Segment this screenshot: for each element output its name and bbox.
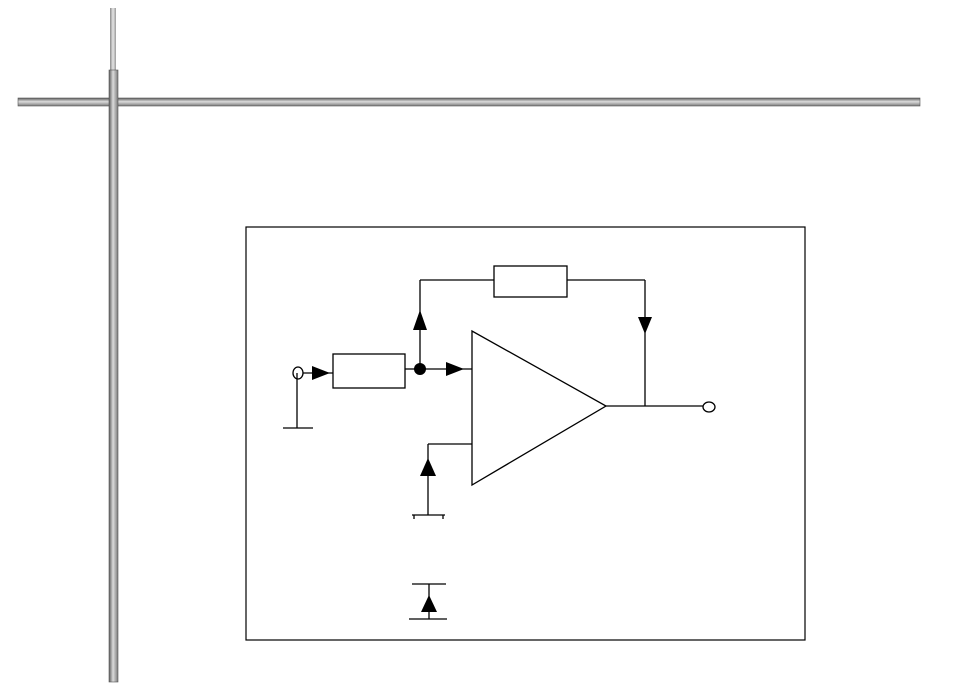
- input-current-arrow: [312, 366, 330, 380]
- vertical-frame-bar: [108, 69, 119, 683]
- top-short-vertical-bar: [110, 8, 116, 72]
- inverting-input-arrow: [446, 362, 464, 376]
- slide-frame: [17, 8, 921, 683]
- diode-triangle: [421, 595, 437, 612]
- op-amp-triangle: [471, 329, 608, 487]
- op-amp-schematic: [283, 265, 716, 620]
- diode-symbol: [409, 583, 447, 620]
- output-terminal: [702, 401, 716, 413]
- horizontal-frame-bar: [17, 97, 921, 107]
- noninverting-up-arrow: [420, 458, 436, 476]
- feedback-down-arrow: [638, 317, 652, 334]
- input-resistor: [332, 353, 406, 389]
- feedback-resistor: [493, 265, 568, 298]
- input-terminal: [292, 366, 304, 380]
- feedback-up-arrow: [413, 310, 427, 330]
